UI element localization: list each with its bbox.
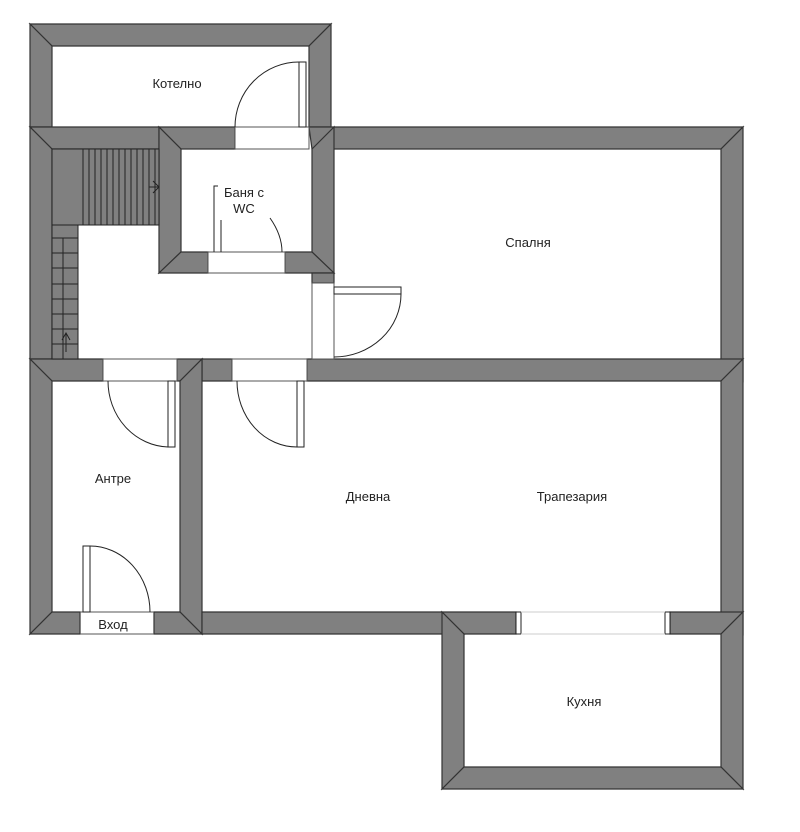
room-label-bathroom: Баня с WC [224, 185, 264, 217]
wall-left-lower [29, 357, 53, 636]
wall-antre-partition [179, 357, 203, 636]
wall-bottom-mid [201, 611, 466, 635]
room-label-boiler: Котелно [152, 76, 202, 91]
wall-bath-left [158, 125, 182, 275]
wall-bedroom-left-low [311, 272, 335, 284]
doors [80, 61, 671, 635]
wall-mid-dnevna-left [201, 358, 233, 382]
wall-kitchen-right [720, 610, 744, 791]
wall-bath-right [311, 125, 335, 275]
stair-treads-upper [82, 149, 156, 225]
door-boiler[interactable] [234, 61, 310, 150]
room-label-hall: Антре [94, 471, 132, 486]
room-label-kitchen: Кухня [566, 694, 602, 709]
wall-kitchen-left [441, 610, 465, 791]
door-bathroom[interactable] [207, 185, 286, 274]
wall-row1-right [308, 126, 745, 150]
stair-arrow-up-icon [61, 331, 71, 352]
door-living[interactable] [231, 358, 308, 448]
stair-arrow-right-icon [149, 180, 160, 194]
room-label-living: Дневна [345, 489, 391, 504]
wall-right-upper [720, 125, 744, 383]
room-label-bathroom-line2: WC [233, 201, 255, 216]
opening-kitchen[interactable] [515, 611, 671, 635]
door-hall[interactable] [102, 358, 178, 448]
room-label-dining: Трапезария [536, 489, 608, 504]
room-label-bedroom: Спалня [505, 235, 551, 250]
wall-right-lower [720, 357, 744, 636]
wall-boiler-top [28, 23, 333, 47]
wall-mid-right [306, 358, 745, 382]
door-bedroom[interactable] [311, 282, 402, 360]
wall-kitchen-bottom [440, 766, 745, 790]
door-entrance[interactable] [80, 545, 154, 635]
walls [28, 22, 745, 791]
staircase [51, 148, 160, 360]
stair-treads-lower [52, 237, 78, 345]
wall-left-upper [29, 125, 53, 360]
room-label-bathroom-line1: Баня с [223, 185, 265, 200]
entrance-label: Вход [98, 617, 128, 632]
